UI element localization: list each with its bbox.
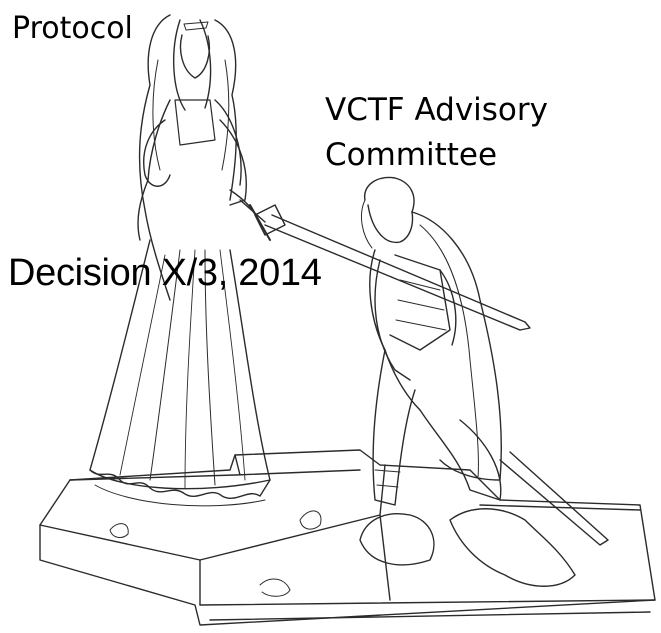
decision-label: Decision X/3, 2014: [8, 252, 322, 294]
committee-label: VCTF Advisory Committee: [325, 88, 548, 178]
kneeling-knight-figure: [360, 177, 608, 586]
protocol-label: Protocol: [12, 11, 133, 46]
sword: [250, 205, 530, 330]
committee-label-line-2: Committee: [325, 136, 498, 173]
standing-woman-figure: [90, 15, 270, 506]
stone-platform: [40, 450, 655, 625]
committee-label-line-1: VCTF Advisory: [325, 92, 548, 128]
